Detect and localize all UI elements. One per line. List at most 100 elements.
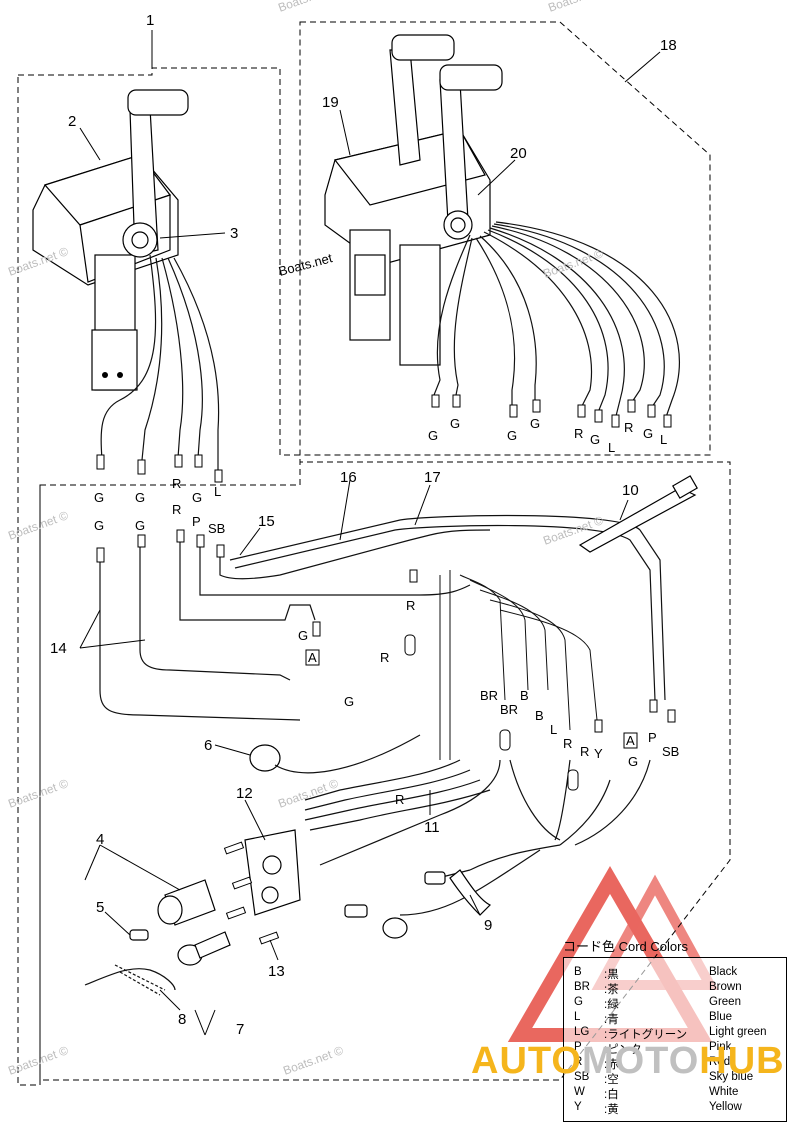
- wire-label: SB: [662, 744, 679, 759]
- wire-label: R: [395, 792, 404, 807]
- wire-label: G: [530, 416, 540, 431]
- wire-label: G: [450, 416, 460, 431]
- callout-16: 16: [340, 469, 357, 486]
- callout-7: 7: [236, 1021, 244, 1038]
- wire-label: L: [550, 722, 557, 737]
- callout-18: 18: [660, 37, 677, 54]
- callouts: [79, 30, 661, 1036]
- legend-row: R :赤 Red: [574, 1056, 731, 1071]
- svg-text:Boats.net ©: Boats.net ©: [6, 508, 70, 543]
- wire-label: G: [628, 754, 638, 769]
- connector-a-marker: [305, 649, 320, 666]
- svg-text:Boats.net ©: Boats.net ©: [541, 246, 605, 281]
- callout-2: 2: [68, 113, 76, 130]
- callout-6: 6: [204, 737, 212, 754]
- callout-5: 5: [96, 899, 104, 916]
- wire-label: R: [624, 420, 633, 435]
- wire-label: R: [580, 744, 589, 759]
- automotohub-logo-text: AUTOMOTOHUB: [471, 1040, 785, 1083]
- callout-9: 9: [484, 917, 492, 934]
- svg-text:Boats.net ©: Boats.net ©: [276, 776, 340, 811]
- wire-label: G: [507, 428, 517, 443]
- wire-label: Y: [594, 746, 603, 761]
- lanyard-cord: [84, 964, 176, 996]
- legend-row: BR :茶 Brown: [574, 981, 742, 996]
- logo-part-hub: HUB: [699, 1040, 785, 1082]
- screws: [223, 841, 280, 945]
- wire-label: B: [535, 708, 544, 723]
- wire-label: L: [214, 484, 221, 499]
- cable-tie: [578, 475, 698, 553]
- legend-row: L :青 Blue: [574, 1011, 733, 1026]
- wire-label: R: [563, 736, 572, 751]
- dual-lever-wires: [431, 221, 680, 421]
- wire-label: G: [192, 490, 202, 505]
- wire-connectors: [96, 394, 676, 791]
- logo-part-auto: AUTO: [471, 1040, 582, 1082]
- main-switch: [129, 879, 216, 941]
- single-lever-wire-labels: G G R G L G G R P SB: [94, 476, 225, 536]
- wire-label: G: [428, 428, 438, 443]
- svg-text:Boats.net ©: Boats.net ©: [281, 1043, 345, 1078]
- dual-lever-wire-labels: G G G G R G L R G L: [428, 416, 667, 455]
- connector-a-marker: [623, 732, 638, 749]
- wire-label: BR: [480, 688, 498, 703]
- legend-row: SB :空 Sky blue: [574, 1071, 754, 1086]
- callout-1: 1: [146, 12, 154, 29]
- wire-label: A: [308, 650, 317, 665]
- wire-label: R: [574, 426, 583, 441]
- wire-label: G: [643, 426, 653, 441]
- logo-part-moto: MOTO: [581, 1040, 700, 1082]
- callout-4: 4: [96, 831, 104, 848]
- wire-label: R: [406, 598, 415, 613]
- legend-row: P :ピンク Pink: [574, 1041, 732, 1056]
- legend-title: コード色 Cord Colors: [563, 939, 688, 954]
- legend-row: Y :黄 Yellow: [574, 1101, 742, 1116]
- callout-15: 15: [258, 513, 275, 530]
- legend-row: B :黒 Black: [574, 966, 738, 981]
- engine-stop-switch: [177, 931, 231, 966]
- wire-label: A: [626, 733, 635, 748]
- callout-3: 3: [230, 225, 238, 242]
- cord-color-legend: B :黒 Black BR :茶 Brown G :緑 Green L :青 B…: [563, 957, 787, 1122]
- wire-label: G: [94, 490, 104, 505]
- wire-label: L: [660, 432, 667, 447]
- single-lever-wires: [100, 254, 220, 470]
- wire-label: R: [172, 476, 181, 491]
- legend-row: G :緑 Green: [574, 996, 741, 1011]
- harness-wire-labels: G A R R G BR BR B B L R R Y A G P SB R: [298, 598, 679, 807]
- svg-text:Boats.net ©: Boats.net ©: [276, 0, 340, 15]
- buzzer: [249, 734, 421, 774]
- wire-label: G: [590, 432, 600, 447]
- group-18-boundary: [299, 21, 711, 456]
- wire-label: G: [135, 490, 145, 505]
- callout-11: 11: [424, 819, 440, 836]
- sub-harness: [344, 869, 492, 939]
- svg-text:Boats.net ©: Boats.net ©: [6, 1043, 70, 1078]
- boats-net-tag: Boats.net: [277, 250, 334, 279]
- wire-label: G: [135, 518, 145, 533]
- wire-label: R: [380, 650, 389, 665]
- wire-label: G: [94, 518, 104, 533]
- wire-label: P: [192, 514, 201, 529]
- dual-lever-control-box: [324, 34, 503, 366]
- wire-label: G: [298, 628, 308, 643]
- callout-14: 14: [50, 640, 67, 657]
- callout-8: 8: [178, 1011, 186, 1028]
- wire-label: G: [344, 694, 354, 709]
- wire-label: L: [608, 440, 615, 455]
- group-harness-boundary: [39, 461, 731, 1081]
- wire-label: B: [520, 688, 529, 703]
- main-harness-wires: [99, 514, 666, 916]
- wire-label: P: [648, 730, 657, 745]
- callout-19: 19: [322, 94, 339, 111]
- callout-20: 20: [510, 145, 527, 162]
- legend-row: LG :ライトグリーン Light green: [574, 1026, 767, 1041]
- callout-17: 17: [424, 469, 441, 486]
- wire-label: SB: [208, 521, 225, 536]
- svg-text:Boats.net ©: Boats.net ©: [6, 776, 70, 811]
- wire-label: BR: [500, 702, 518, 717]
- callout-13: 13: [268, 963, 285, 980]
- wire-label: R: [172, 502, 181, 517]
